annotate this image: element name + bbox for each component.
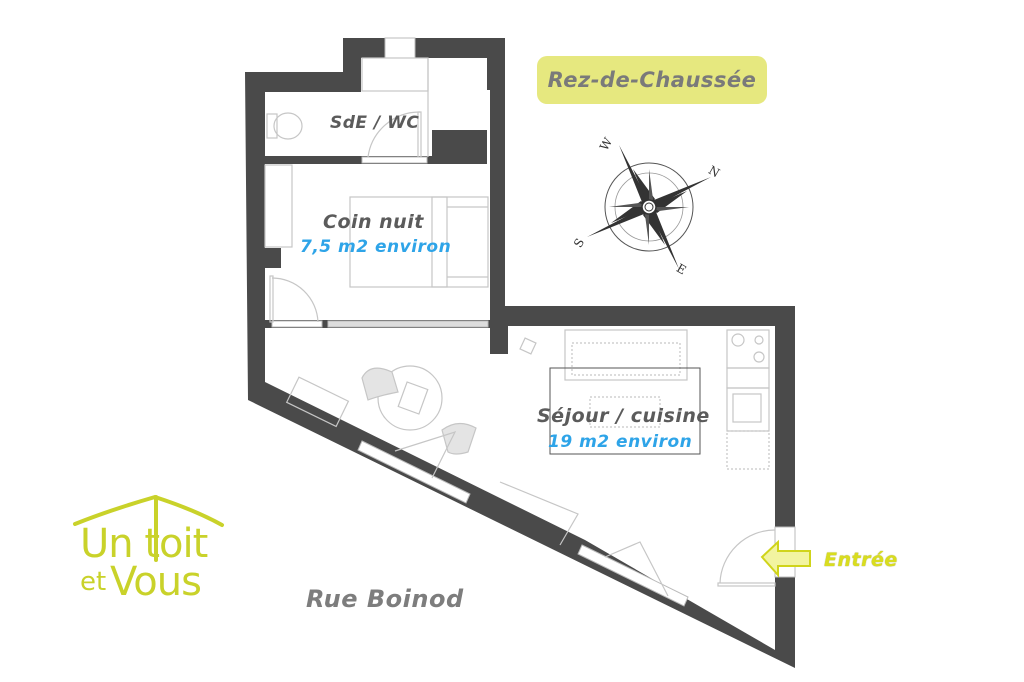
street-name: Rue Boinod xyxy=(306,585,464,613)
walls xyxy=(245,38,795,668)
compass-s: S xyxy=(571,236,587,250)
floor-title-badge: Rez-de-Chaussée xyxy=(537,56,767,104)
room-name-sde-wc: SdE / WC xyxy=(330,113,420,133)
furniture xyxy=(264,57,776,597)
compass-w: W xyxy=(597,135,616,153)
entrance-arrow-icon xyxy=(760,539,811,578)
room-area-sejour-cuisine: 19 m2 environ xyxy=(548,432,693,452)
logo-line2-et: et xyxy=(80,567,107,597)
room-name-coin-nuit: Coin nuit xyxy=(323,211,424,233)
logo-roof-icon xyxy=(73,494,224,562)
room-name-sejour-cuisine: Séjour / cuisine xyxy=(537,405,710,427)
compass-n: N xyxy=(706,163,722,180)
logo-line1: Un toit xyxy=(80,521,208,567)
company-logo: Un toit et Vous xyxy=(72,495,232,615)
room-area-coin-nuit: 7,5 m2 environ xyxy=(300,237,452,257)
entrance-label: Entrée xyxy=(824,549,898,571)
logo-line2-vous: Vous xyxy=(110,559,202,605)
compass-rose: N W S E xyxy=(571,135,722,278)
